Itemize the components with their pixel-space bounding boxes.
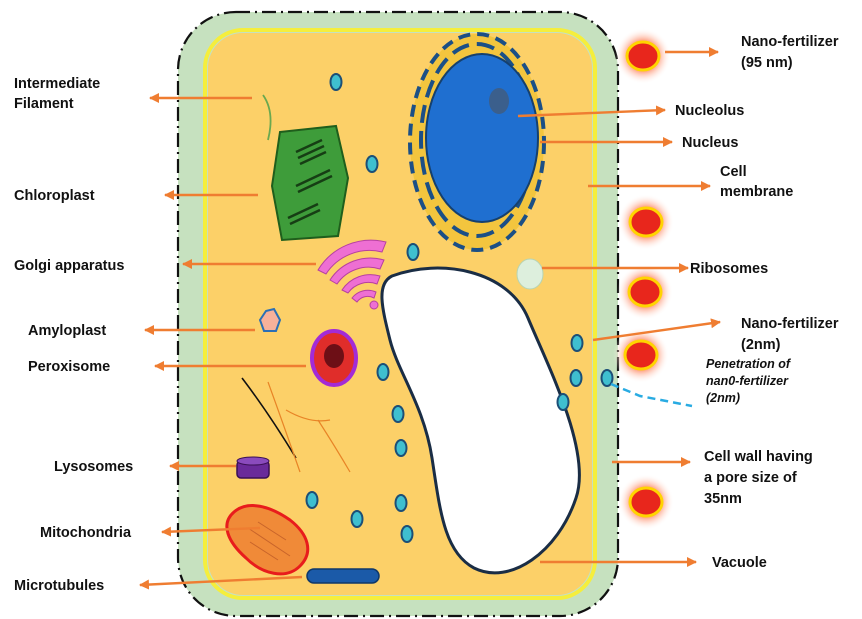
- nano-particle-group: [613, 28, 674, 530]
- nucleus: [410, 34, 544, 250]
- ribosome: [367, 156, 378, 172]
- ribosome: [378, 364, 389, 380]
- ribosome: [408, 244, 419, 260]
- ribosome: [602, 370, 613, 386]
- label-penetration: Penetration of nan0-fertilizer (2nm): [706, 357, 794, 405]
- label-lysosomes: Lysosomes: [54, 459, 133, 475]
- label-ribosomes: Ribosomes: [690, 261, 768, 277]
- label-nano-fertilizer-95: Nano-fertilizer (95 nm): [741, 34, 843, 71]
- label-peroxisome: Peroxisome: [28, 359, 110, 375]
- nano-particle: [627, 42, 659, 70]
- label-cell-wall: Cell wall having a pore size of 35nm: [704, 449, 817, 507]
- ribosome: [571, 370, 582, 386]
- penetration-line: [611, 384, 692, 406]
- ribosome: [396, 440, 407, 456]
- nano-particle: [630, 208, 662, 236]
- ribosome-large: [517, 259, 543, 289]
- ribosome: [352, 511, 363, 527]
- label-microtubules: Microtubules: [14, 578, 104, 594]
- ribosome: [572, 335, 583, 351]
- ribosome: [558, 394, 569, 410]
- label-chloroplast: Chloroplast: [14, 188, 95, 204]
- microtubule: [307, 569, 379, 583]
- nano-particle: [629, 278, 661, 306]
- peroxisome: [312, 331, 356, 385]
- nucleolus: [489, 88, 509, 114]
- lysosome: [237, 457, 269, 478]
- label-amyloplast: Amyloplast: [28, 323, 106, 339]
- nano-particle: [630, 488, 662, 516]
- nano-particle: [625, 341, 657, 369]
- label-cell-membrane: Cell membrane: [720, 164, 793, 200]
- ribosome: [393, 406, 404, 422]
- chloroplast: [272, 126, 348, 240]
- ribosome: [331, 74, 342, 90]
- ribosome: [307, 492, 318, 508]
- label-nucleolus: Nucleolus: [675, 103, 744, 119]
- ribosome: [396, 495, 407, 511]
- label-nucleus: Nucleus: [682, 135, 738, 151]
- ribosome: [402, 526, 413, 542]
- label-mitochondria: Mitochondria: [40, 525, 132, 541]
- label-golgi: Golgi apparatus: [14, 258, 124, 274]
- label-vacuole: Vacuole: [712, 555, 767, 571]
- label-nano-fertilizer-2: Nano-fertilizer (2nm): [741, 316, 843, 353]
- label-intermediate-filament: Intermediate Filament: [14, 76, 104, 112]
